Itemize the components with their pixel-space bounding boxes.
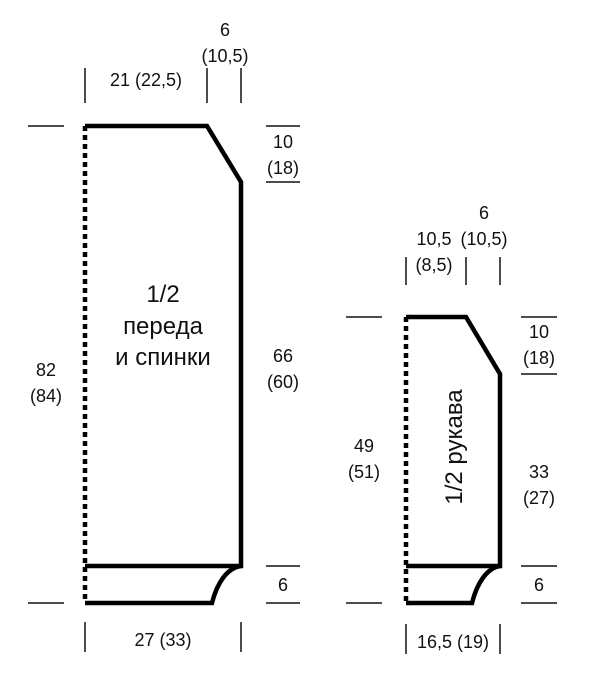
sleeve-piece-title: 1/2 рукава	[441, 389, 468, 505]
sleeve-ribbing-outline	[406, 563, 501, 606]
sleeve-top-width-label-a: 10,5	[416, 229, 451, 249]
sleeve-outline	[406, 314, 503, 569]
sleeve-cap-width-label-b: (10,5)	[460, 229, 507, 249]
body-shoulder-height-label-a: 10	[273, 132, 293, 152]
sleeve-total-height-label-a: 49	[354, 436, 374, 456]
body-shoulder-width-label-b: (10,5)	[201, 46, 248, 66]
sleeve-cap-height-label-a: 10	[529, 322, 549, 342]
sleeve-cap-height-label-b: (18)	[523, 348, 555, 368]
body-piece-title-line3: и спинки	[115, 344, 211, 371]
sleeve-ribbing-height-label: 6	[534, 575, 544, 595]
body-piece-title-line1: 1/2	[146, 281, 179, 308]
body-piece: 21 (22,5) 6 (10,5) 10 (18) 82 (84) 66 (6…	[28, 20, 300, 652]
body-total-height-label-a: 82	[36, 360, 56, 380]
body-top-width-label: 21 (22,5)	[110, 70, 182, 90]
body-ribbing-height-label: 6	[278, 575, 288, 595]
sleeve-side-height-label-a: 33	[529, 462, 549, 482]
body-side-height-label-b: (60)	[267, 372, 299, 392]
sleeve-total-height-label-b: (51)	[348, 462, 380, 482]
body-shoulder-height-label-b: (18)	[267, 158, 299, 178]
body-total-height-label-b: (84)	[30, 386, 62, 406]
body-bottom-width-label: 27 (33)	[134, 630, 191, 650]
sleeve-side-height-label-b: (27)	[523, 488, 555, 508]
body-ribbing-outline	[85, 563, 242, 606]
body-side-height-label-a: 66	[273, 346, 293, 366]
sleeve-cap-width-label-a: 6	[479, 203, 489, 223]
body-shoulder-width-label-a: 6	[220, 20, 230, 40]
sleeve-top-width-label-b: (8,5)	[415, 255, 452, 275]
sleeve-piece: 10,5 (8,5) 6 (10,5) 10 (18) 49 (51) 33 (…	[346, 203, 557, 654]
body-piece-title-line2: переда	[123, 313, 204, 340]
body-outline	[85, 123, 244, 569]
sleeve-bottom-width-label: 16,5 (19)	[417, 632, 489, 652]
